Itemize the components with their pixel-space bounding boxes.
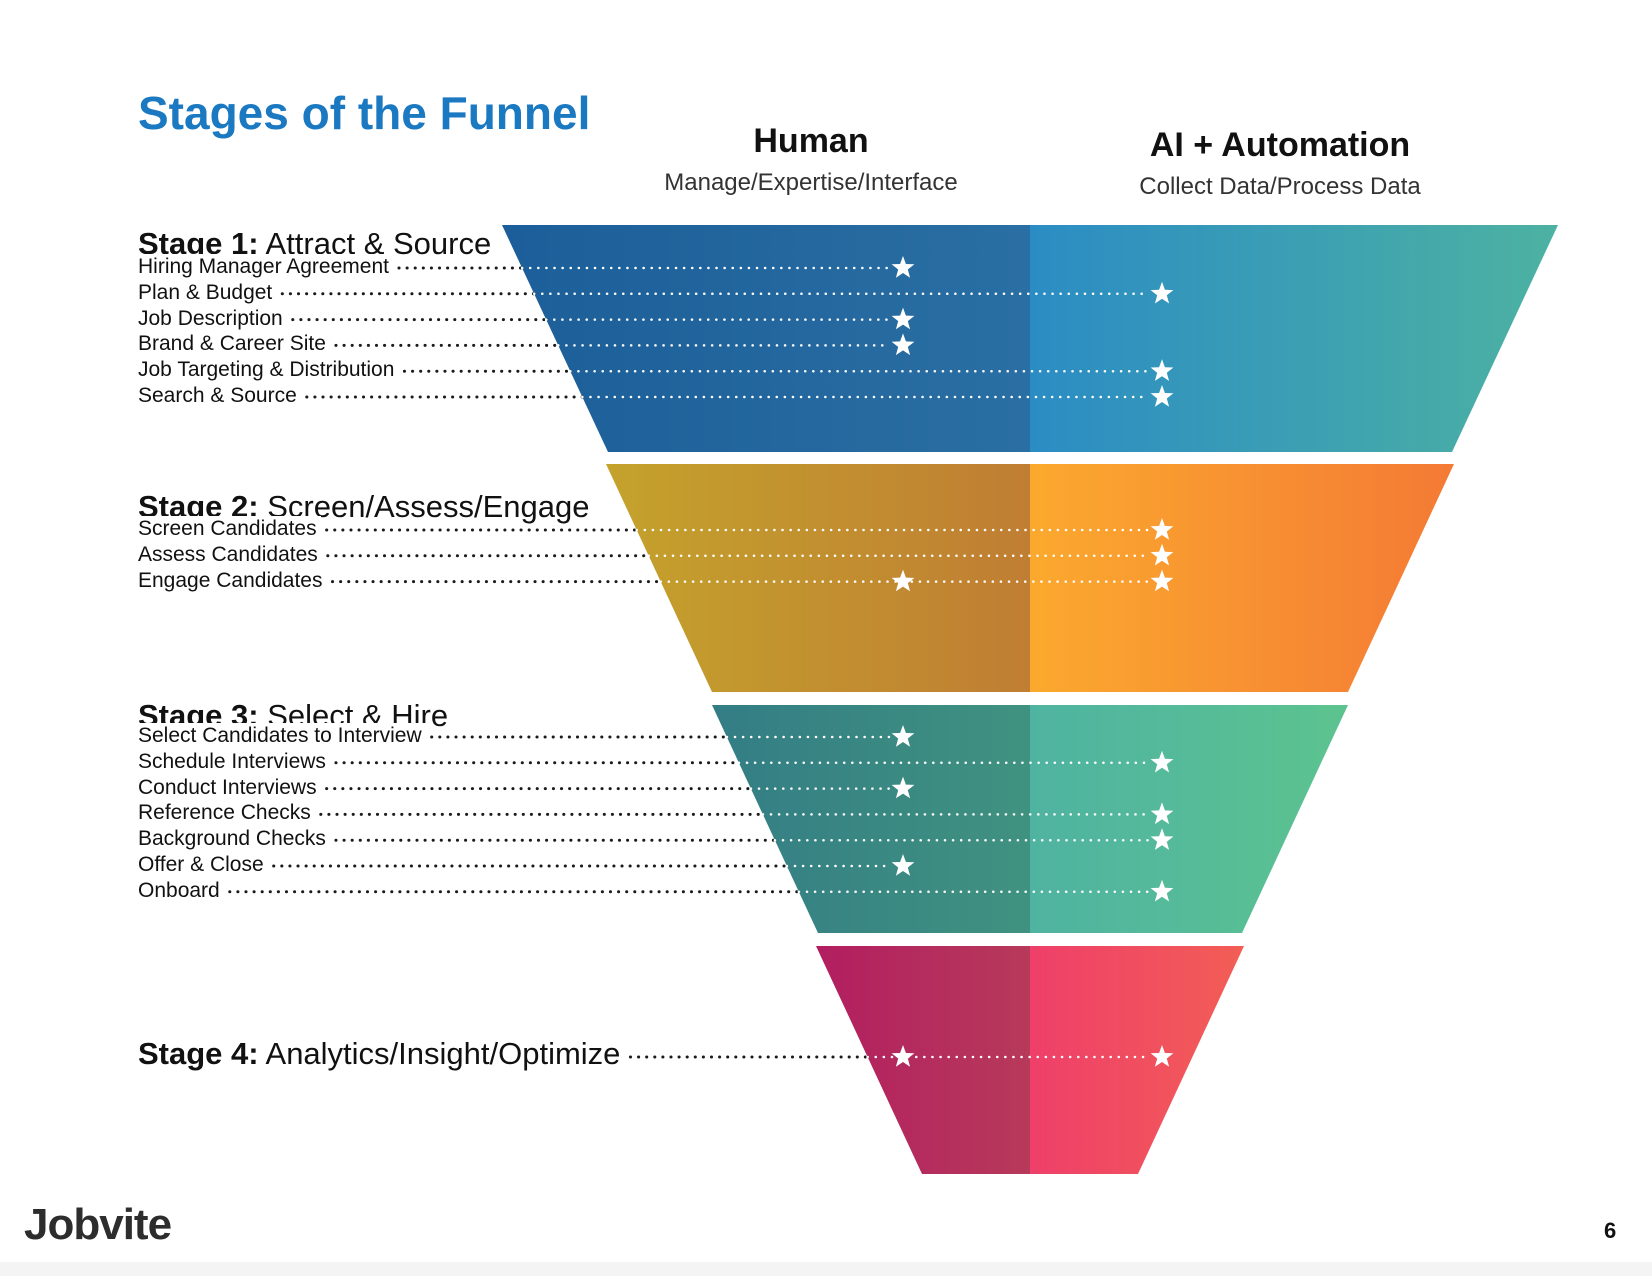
stage-1-ai-band	[1030, 225, 1558, 452]
stage-4-ai-band	[1030, 946, 1244, 1174]
stage-4-heading: Stage 4: Analytics/Insight/Optimize	[138, 1036, 620, 1072]
stage-label: Stage 4:	[138, 1036, 259, 1071]
step-item: Reference Checks	[138, 800, 315, 827]
stage-3-human-band	[712, 705, 1030, 933]
stage-3-step-3-human-star-icon	[891, 776, 915, 799]
stage-name: Analytics/Insight/Optimize	[258, 1036, 621, 1071]
ai-column-header: AI + Automation Collect Data/Process Dat…	[1070, 126, 1490, 201]
step-item: Brand & Career Site	[138, 331, 330, 358]
stage-3-ai-band	[1030, 705, 1348, 933]
step-item: Job Targeting & Distribution	[138, 357, 399, 384]
human-column-title: Human	[753, 122, 869, 160]
stage-4-human-star-icon	[891, 1045, 915, 1067]
step-item: Select Candidates to Interview	[138, 723, 426, 749]
ai-column-title: AI + Automation	[1149, 126, 1411, 164]
stage-1-step-5-ai-star-icon	[1150, 359, 1174, 381]
step-item: Hiring Manager Agreement	[138, 254, 393, 280]
ai-column-subtitle: Collect Data/Process Data	[1139, 173, 1421, 200]
stage-3-step-4-ai-star-icon	[1150, 802, 1174, 825]
step-item: Assess Candidates	[138, 541, 322, 568]
human-column-subtitle: Manage/Expertise/Interface	[664, 169, 958, 196]
stage-2-step-3-ai-star-icon	[1150, 569, 1174, 592]
stage-1-step-3-human-star-icon	[891, 307, 915, 330]
step-item: Onboard	[138, 877, 224, 904]
stage-3-step-5-ai-star-icon	[1150, 828, 1174, 850]
stage-2-step-2-ai-star-icon	[1150, 543, 1174, 566]
stage-1-step-6-ai-star-icon	[1150, 385, 1174, 407]
stage-2-step-1-ai-star-icon	[1150, 518, 1174, 540]
stage-2-heading: Stage 2: Screen/Assess/Engage	[138, 489, 589, 525]
step-item: Job Description	[138, 305, 287, 332]
stage-3-step-7-ai-star-icon	[1150, 879, 1174, 902]
jobvite-logo: Jobvite	[24, 1200, 172, 1249]
stage-1-human-band	[502, 225, 1030, 452]
stage-name: Screen/Assess/Engage	[258, 489, 590, 524]
step-item: Offer & Close	[138, 852, 268, 878]
page-number: 6	[1604, 1218, 1617, 1243]
step-item: Background Checks	[138, 826, 330, 853]
page-title: Stages of the Funnel	[138, 87, 591, 139]
stage-3-step-2-ai-star-icon	[1150, 750, 1174, 773]
stage-1-step-1-human-star-icon	[891, 256, 915, 278]
stage-2-ai-band	[1030, 464, 1454, 692]
human-column-header: Human Manage/Expertise/Interface	[636, 122, 986, 197]
stage-3-step-1-human-star-icon	[891, 725, 915, 747]
stage-3-step-6-human-star-icon	[891, 854, 915, 876]
step-item: Search & Source	[138, 383, 301, 409]
step-item: Engage Candidates	[138, 567, 327, 594]
stage-1-step-2-ai-star-icon	[1150, 281, 1174, 304]
step-item: Plan & Budget	[138, 279, 277, 306]
footer-bar	[0, 1262, 1652, 1276]
step-item: Schedule Interviews	[138, 748, 330, 775]
step-item: Screen Candidates	[138, 516, 321, 542]
stage-1-step-4-human-star-icon	[891, 333, 915, 356]
step-item: Conduct Interviews	[138, 774, 321, 801]
stage-2-human-band	[606, 464, 1030, 692]
stage-2-step-3-human-star-icon	[891, 569, 915, 592]
stage-4-ai-star-icon	[1150, 1045, 1174, 1067]
stage-4-human-band	[816, 946, 1030, 1174]
